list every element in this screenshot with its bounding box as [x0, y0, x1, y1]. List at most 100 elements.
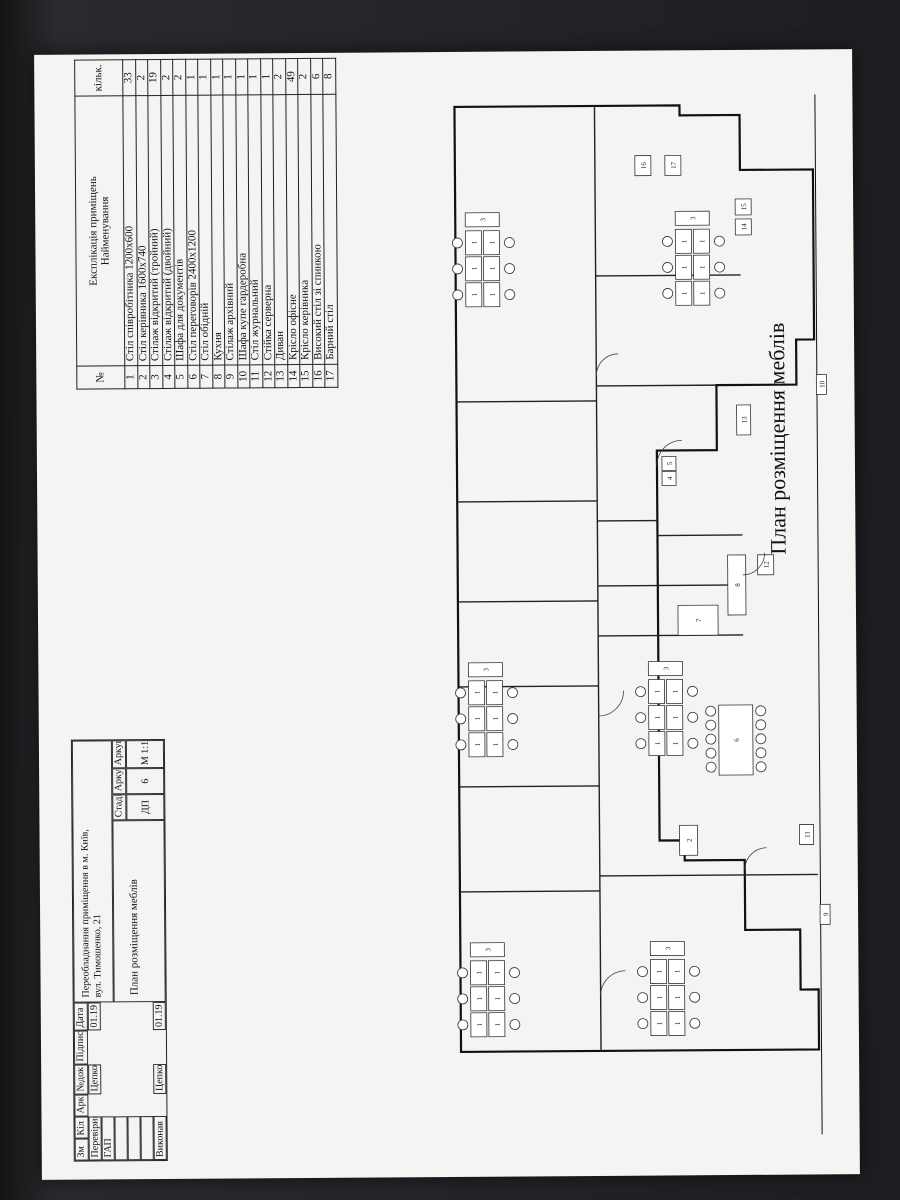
office-chair [705, 747, 717, 759]
office-chair [714, 287, 726, 299]
office-chair [452, 289, 464, 301]
furniture-item [661, 470, 677, 486]
plan-outer-walls [453, 104, 821, 1054]
furniture-item [650, 959, 667, 984]
furniture-item [488, 1012, 506, 1038]
furniture-number: 12 [763, 561, 771, 569]
furniture-item [727, 554, 747, 616]
furniture-item [465, 282, 483, 308]
furniture-item [799, 824, 815, 845]
furniture-number: 10 [818, 380, 826, 388]
office-chair [705, 705, 717, 717]
office-chair [689, 1017, 701, 1029]
furniture-number: 15 [740, 203, 748, 211]
office-chair [507, 687, 518, 698]
furniture-item [482, 230, 500, 256]
furniture-number: 17 [670, 161, 678, 169]
office-chair [455, 687, 466, 699]
furniture-number: 3 [662, 666, 670, 670]
office-chair [635, 738, 647, 750]
furniture-item [483, 256, 501, 282]
furniture-item [666, 678, 684, 704]
furniture-item [674, 210, 710, 226]
furniture-item [757, 554, 775, 576]
office-chair [455, 739, 467, 751]
furniture-number: 1 [470, 241, 478, 245]
furniture-number: 13 [741, 416, 749, 424]
furniture-number: 1 [474, 691, 482, 695]
furniture-item [488, 986, 506, 1012]
office-chair [755, 733, 767, 745]
furniture-item [465, 256, 483, 282]
furniture-item [666, 704, 684, 730]
furniture-number: 1 [476, 1023, 484, 1027]
office-chair [452, 263, 463, 275]
office-chair [509, 967, 520, 978]
furniture-number: 1 [476, 997, 484, 1001]
furniture-number: 5 [666, 461, 674, 465]
office-chair [504, 237, 515, 248]
office-chair [755, 761, 767, 773]
office-chair [457, 993, 469, 1005]
furniture-number: 1 [489, 266, 497, 270]
furniture-item [488, 960, 505, 986]
office-chair [509, 993, 521, 1004]
furniture-number: 1 [655, 969, 663, 973]
furniture-number: 1 [654, 741, 662, 745]
furniture-item [692, 228, 710, 254]
office-chair [713, 235, 725, 247]
furniture-number: 7 [695, 618, 703, 622]
furniture-number: 1 [492, 716, 500, 720]
plan-inner-walls [456, 105, 818, 1051]
office-chair [637, 1018, 649, 1030]
furniture-number: 2 [686, 838, 694, 842]
office-chair [705, 761, 717, 773]
office-chair [457, 967, 468, 979]
office-chair [509, 1019, 521, 1030]
office-chair [504, 289, 516, 300]
furniture-item [468, 680, 486, 706]
furniture-item [668, 984, 686, 1010]
office-chair [662, 236, 673, 247]
furniture-item [470, 986, 488, 1012]
furniture-number: 1 [471, 267, 479, 271]
furniture-number: 1 [674, 995, 682, 999]
furniture-item [734, 198, 752, 216]
furniture-number: 8 [734, 583, 742, 587]
furniture-item [661, 455, 677, 471]
office-chair [714, 261, 725, 273]
furniture-item [486, 680, 504, 706]
office-chair [755, 705, 767, 717]
furniture-item [674, 228, 692, 254]
furniture-item [464, 230, 482, 256]
furniture-item [483, 282, 501, 308]
furniture-item [470, 960, 487, 986]
furniture-item [650, 1011, 668, 1036]
furniture-number: 1 [475, 971, 483, 975]
office-chair [705, 733, 717, 745]
furniture-number: 4 [666, 476, 674, 480]
furniture-number: 1 [681, 265, 689, 269]
furniture-number: 1 [699, 265, 707, 269]
furniture-number: 3 [689, 216, 697, 220]
furniture-number: 1 [673, 969, 681, 973]
furniture-item [649, 940, 685, 956]
furniture-item [819, 903, 831, 925]
office-chair [689, 965, 700, 977]
furniture-number: 9 [822, 912, 830, 916]
furniture-item [469, 942, 505, 958]
furniture-item [470, 1012, 488, 1038]
furniture-number: 1 [656, 1021, 664, 1025]
office-chair [507, 739, 519, 750]
furniture-number: 3 [482, 667, 490, 671]
furniture-number: 1 [494, 1022, 502, 1026]
furniture-item [693, 254, 711, 280]
furniture-item [679, 824, 699, 856]
office-chair [662, 288, 674, 299]
office-chair [507, 713, 519, 724]
furniture-number: 3 [484, 947, 492, 951]
office-chair [504, 263, 515, 274]
furniture-number: 16 [640, 162, 648, 170]
furniture-number: 1 [474, 743, 482, 747]
